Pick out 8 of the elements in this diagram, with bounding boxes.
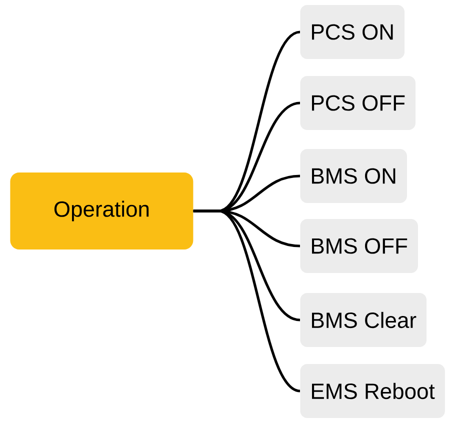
branch-box: BMS Clear (300, 293, 427, 347)
branch-box: PCS ON (300, 5, 405, 59)
topic-box: Operation (10, 172, 194, 250)
branch-box: BMS ON (300, 149, 407, 203)
branch-box: EMS Reboot (300, 364, 445, 418)
connector-line (193, 210, 300, 392)
branch-box: PCS OFF (300, 76, 416, 130)
branch-box: BMS OFF (300, 219, 418, 273)
